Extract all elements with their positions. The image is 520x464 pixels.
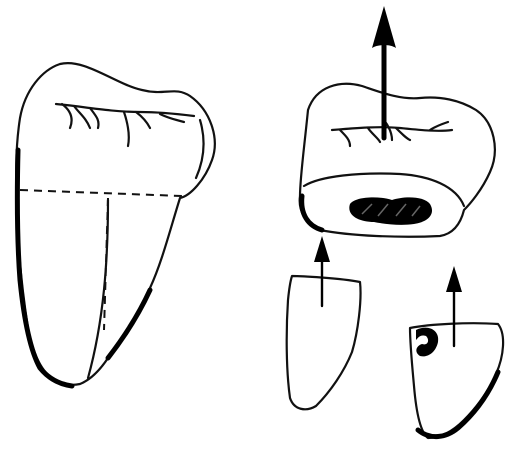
pulp-chamber xyxy=(349,197,432,224)
tooth-side-view xyxy=(16,63,215,386)
fragment-left-outline xyxy=(287,276,361,409)
root-fragment-right xyxy=(410,266,503,438)
up-arrow-root-left xyxy=(314,236,330,306)
root-fragment-left xyxy=(287,236,361,409)
crown-right-detail xyxy=(196,120,203,178)
crown-shadow xyxy=(302,196,322,230)
root-shadow-left xyxy=(17,150,72,386)
fragment-right-outline xyxy=(410,323,503,438)
crown-fissure xyxy=(332,120,452,146)
pulp-remnant xyxy=(416,328,438,357)
up-arrow-crown xyxy=(372,6,396,138)
fragment-right-shadow xyxy=(418,372,498,437)
up-arrow-root-right xyxy=(446,266,462,346)
cej-dashed-line xyxy=(20,190,182,196)
tooth-crown-cross-section xyxy=(300,6,495,237)
occlusal-fissure xyxy=(56,104,194,146)
root-shadow-right xyxy=(108,290,150,358)
